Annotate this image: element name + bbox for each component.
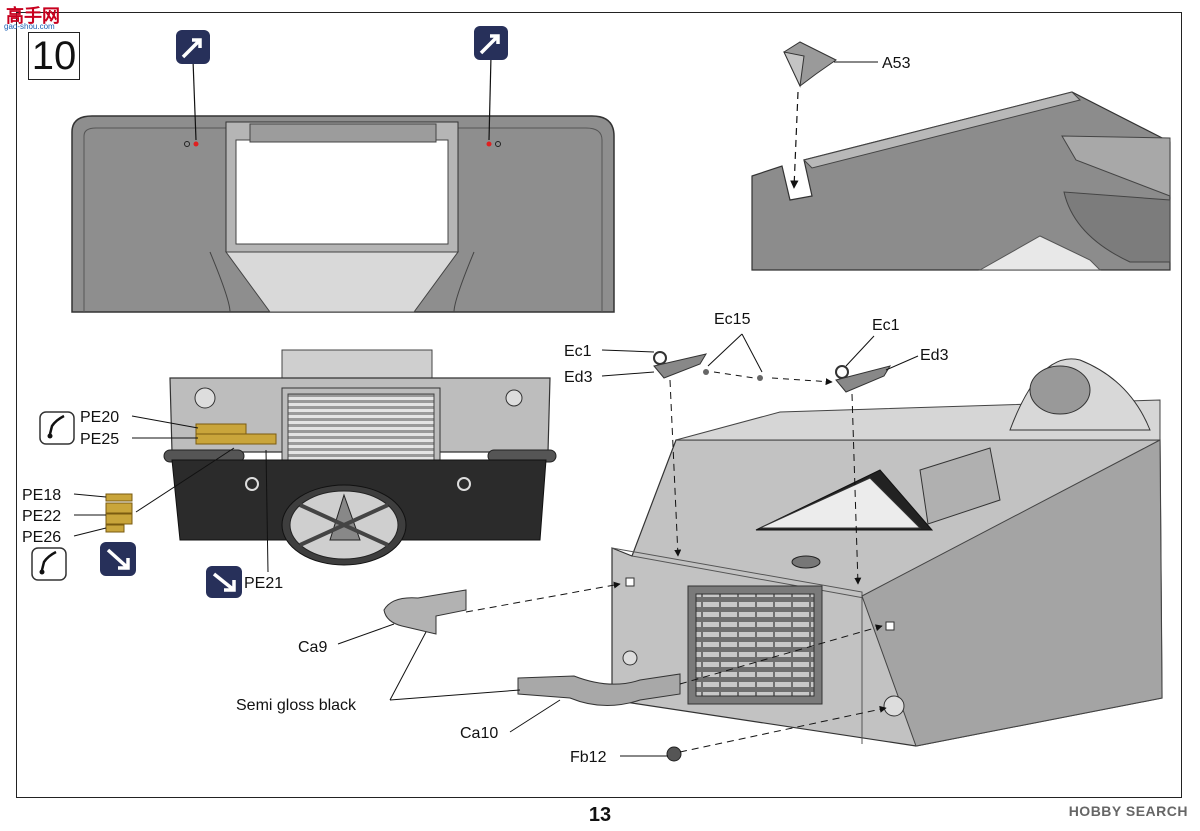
top-hull-view xyxy=(71,55,615,313)
label-ec15: Ec15 xyxy=(714,311,751,328)
watermark: HOBBY SEARCH xyxy=(1068,803,1188,819)
drill-hole-icon xyxy=(474,26,508,60)
label-pe22: PE22 xyxy=(22,508,61,525)
label-ca10: Ca10 xyxy=(460,725,498,742)
drill-hole-icon xyxy=(176,30,210,64)
main-hull-view xyxy=(337,333,1163,762)
label-semi-gloss-black: Semi gloss black xyxy=(236,697,357,714)
rear-view xyxy=(73,349,557,573)
label-ed3-right: Ed3 xyxy=(920,347,949,364)
label-pe18: PE18 xyxy=(22,487,61,504)
step-number: 10 xyxy=(28,32,80,80)
label-fb12: Fb12 xyxy=(570,749,607,766)
a53-detail-view xyxy=(751,41,1171,271)
label-pe20: PE20 xyxy=(80,409,119,426)
site-logo-url: gao-shou.com xyxy=(4,22,55,31)
bend-down-icon xyxy=(100,542,136,576)
label-pe25: PE25 xyxy=(80,431,119,448)
site-logo: 高手网 gao-shou.com xyxy=(2,2,80,32)
label-a53: A53 xyxy=(882,55,911,72)
label-ed3-left: Ed3 xyxy=(564,369,593,386)
label-ec1-right: Ec1 xyxy=(872,317,900,334)
bend-down-icon xyxy=(206,566,242,598)
label-pe21: PE21 xyxy=(244,575,283,592)
page-number: 13 xyxy=(588,804,612,826)
bend-part-icon xyxy=(39,411,75,445)
site-logo-text: 高手网 xyxy=(6,6,60,26)
bend-part-icon xyxy=(31,547,67,581)
label-ca9: Ca9 xyxy=(298,639,327,656)
label-pe26: PE26 xyxy=(22,529,61,546)
label-ec1-left: Ec1 xyxy=(564,343,592,360)
